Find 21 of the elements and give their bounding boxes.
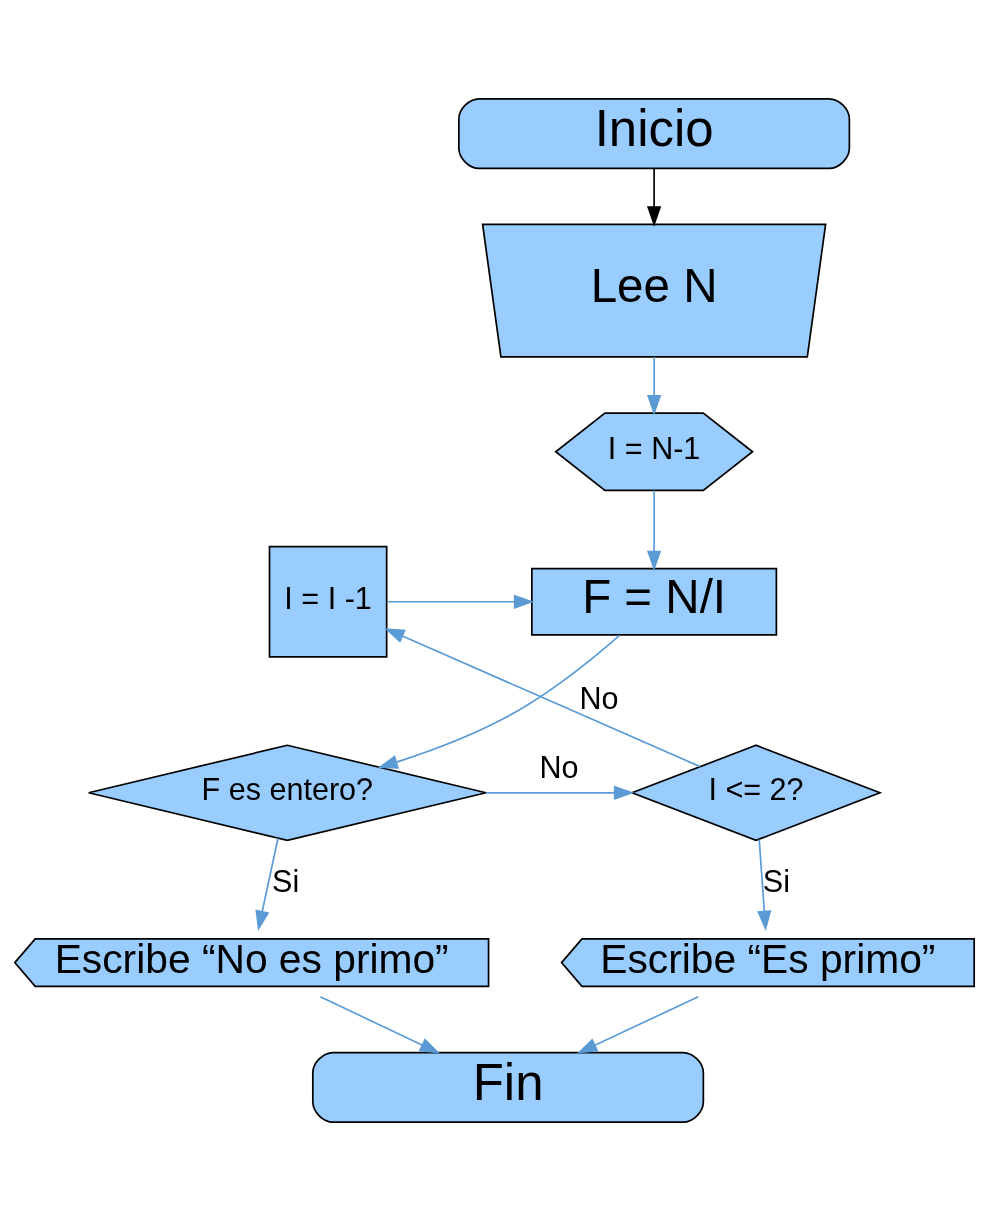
arrow xyxy=(386,594,535,609)
arrow xyxy=(646,167,662,227)
node-box: Inicio xyxy=(458,97,851,170)
edge-label: No xyxy=(539,750,579,785)
node-box: Fin xyxy=(311,1051,705,1124)
arrow xyxy=(255,837,279,932)
node-box: F = N/I xyxy=(531,567,778,636)
arrow xyxy=(319,996,441,1054)
arrow xyxy=(646,356,662,416)
arrow xyxy=(384,628,701,768)
node-diamond: F es entero? xyxy=(87,744,487,842)
arrow xyxy=(485,785,635,800)
edge-label: Si xyxy=(762,863,790,898)
arrow xyxy=(377,634,621,769)
edge-label: No xyxy=(579,680,619,715)
edge-label: Si xyxy=(272,863,300,898)
node-box: I = I -1 xyxy=(268,545,388,658)
arrow xyxy=(757,838,772,932)
arrow xyxy=(646,489,662,572)
node-diamond: I <= 2? xyxy=(629,744,883,842)
arrow xyxy=(576,996,700,1054)
